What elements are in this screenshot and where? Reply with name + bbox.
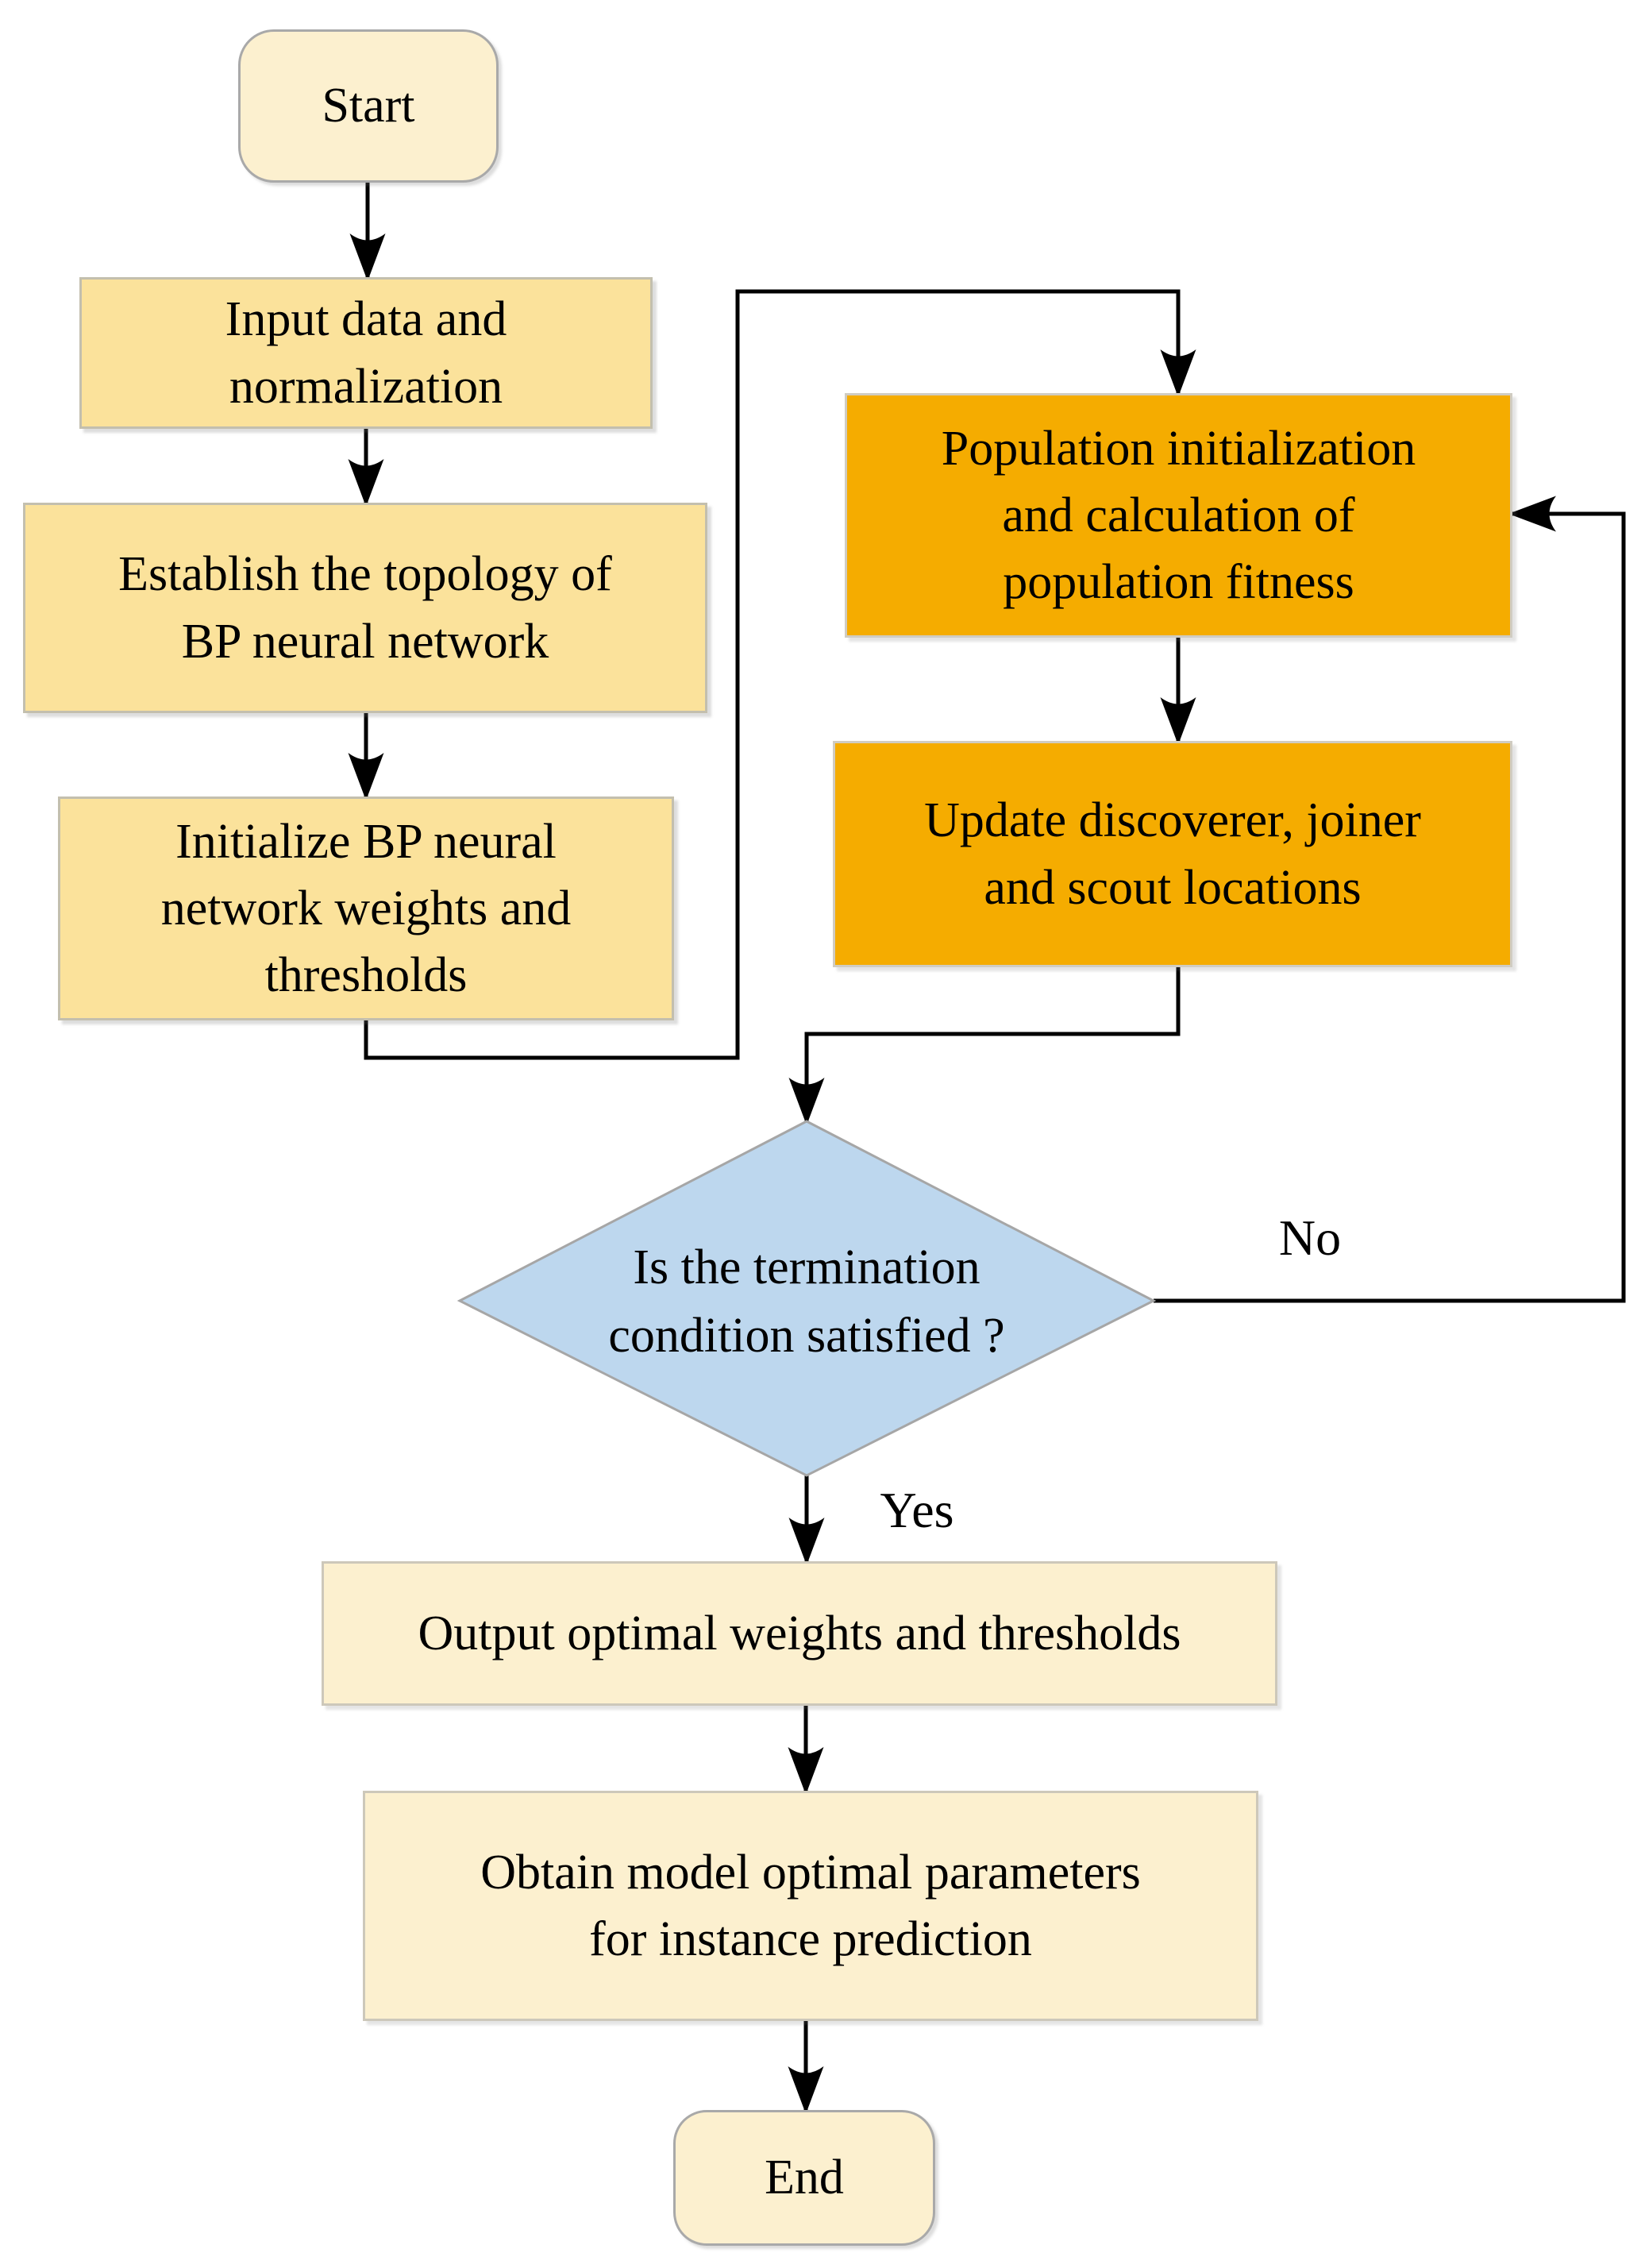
establish-topology-node: Establish the topology of BP neural netw…: [23, 503, 707, 713]
decision-label: Is the termination condition satisfied ?: [608, 1240, 1005, 1363]
input-data-node: Input data and normalization: [79, 277, 653, 429]
edge-label-no: No: [1278, 1209, 1342, 1266]
update-locations-node: Update discoverer, joiner and scout loca…: [833, 741, 1512, 967]
establish-topology-label: Establish the topology of BP neural netw…: [118, 547, 612, 669]
population-initialization-label: Population initialization and calculatio…: [941, 421, 1416, 610]
output-weights-node: Output optimal weights and thresholds: [322, 1561, 1277, 1706]
end-label: End: [765, 2150, 844, 2205]
edge-initialize-to-population: [364, 289, 1196, 1060]
decision-node: [457, 1120, 1157, 1477]
update-locations-label: Update discoverer, joiner and scout loca…: [924, 793, 1421, 915]
edge-label-yes: Yes: [880, 1482, 954, 1538]
start-label: Start: [322, 79, 415, 133]
initialize-weights-label: Initialize BP neural network weights and…: [160, 814, 572, 1003]
population-initialization-node: Population initialization and calculatio…: [845, 393, 1512, 638]
end-node: End: [673, 2110, 935, 2246]
output-weights-label: Output optimal weights and thresholds: [418, 1606, 1181, 1660]
edge-update-to-decision: [788, 967, 1181, 1125]
obtain-parameters-node: Obtain model optimal parameters for inst…: [363, 1791, 1258, 2021]
edge-decision-no-to-population: [1154, 496, 1626, 1303]
input-data-label: Input data and normalization: [225, 292, 507, 414]
initialize-weights-node: Initialize BP neural network weights and…: [58, 796, 674, 1020]
start-node: Start: [238, 29, 499, 183]
obtain-parameters-label: Obtain model optimal parameters for inst…: [480, 1845, 1141, 1966]
